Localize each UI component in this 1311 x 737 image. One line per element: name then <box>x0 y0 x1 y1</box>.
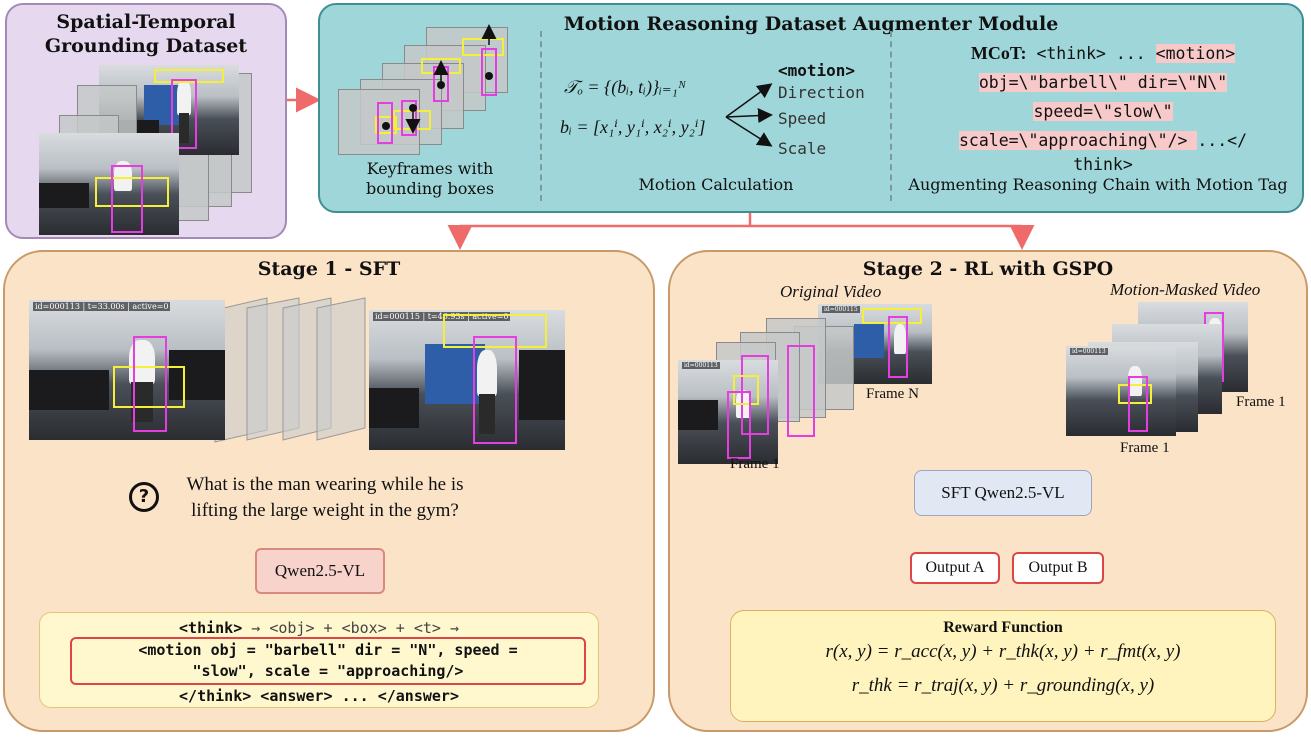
stage1-frame-left: id=000113 | t=33.00s | active=0 <box>29 300 225 440</box>
frame-1-left-label: Frame 1 <box>730 456 780 472</box>
stage1-title: Stage 1 - SFT <box>257 258 401 280</box>
motion-branch-arrows <box>725 83 773 147</box>
motion-tag: <motion> <box>778 61 856 80</box>
dataset-title-line2: Grounding Dataset <box>44 35 248 57</box>
stage2-panel: Stage 2 - RL with GSPO Original Video Mo… <box>668 250 1308 732</box>
stage1-ghost-frames <box>214 297 366 443</box>
stage1-frame-right: id=000115 | t=46.93s | active=0 <box>369 310 565 450</box>
question-icon: ? <box>129 482 159 512</box>
motion-attr-speed: Speed <box>778 109 827 128</box>
separator-1 <box>540 31 542 201</box>
mcot-block: MCoT: <think> ... <motion> obj=\"barbell… <box>958 43 1248 174</box>
motion-tag-box: <motion obj = "barbell" dir = "N", speed… <box>70 637 586 685</box>
motion-line2: "slow", scale = "approaching/> <box>192 662 464 680</box>
question-line2: lifting the large weight in the gym? <box>191 500 459 521</box>
motion-attr-direction: Direction <box>778 83 865 102</box>
motion-calc-caption: Motion Calculation <box>638 175 794 194</box>
frame-n-label: Frame N <box>866 386 919 402</box>
keyframes-caption-line1: Keyframes with <box>366 159 494 178</box>
reward-eq1: r(x, y) = r_acc(x, y) + r_thk(x, y) + r_… <box>825 641 1181 662</box>
mcot-caption: Augmenting Reasoning Chain with Motion T… <box>908 175 1288 194</box>
frame-1-mid-label: Frame 1 <box>1120 440 1170 456</box>
mcot-line2: obj=\"barbell\" dir=\"N\" <box>978 73 1228 92</box>
sft-model: SFT Qwen2.5-VL <box>914 470 1092 516</box>
end-line: </think> <answer> ... </answer> <box>179 687 459 705</box>
original-video-label: Original Video <box>780 282 882 301</box>
augmenter-title: Motion Reasoning Dataset Augmenter Modul… <box>563 13 1059 35</box>
output-a: Output A <box>910 552 1000 584</box>
separator-2 <box>890 31 892 201</box>
mcot-line4: scale=\"approaching\"/> <box>958 131 1198 150</box>
trajectory-equation: 𝒯ₒ = {(bᵢ, tᵢ)}ᵢ₌₁ᴺ <box>564 77 687 97</box>
dataset-title-line1: Spatial-Temporal <box>56 11 236 33</box>
keyframes-caption-line2: bounding boxes <box>365 179 495 198</box>
frame-1-right-label: Frame 1 <box>1236 394 1286 410</box>
reward-title: Reward Function <box>943 619 1063 636</box>
reward-eq2: r_thk = r_traj(x, y) + r_grounding(x, y) <box>851 675 1155 696</box>
think-line: <think> → <obj> + <box> + <t> → <box>179 619 459 637</box>
mcot-line5: think> <box>1073 155 1133 174</box>
output-b: Output B <box>1012 552 1104 584</box>
augmenter-panel: Motion Reasoning Dataset Augmenter Modul… <box>318 3 1304 213</box>
stage1-model: Qwen2.5-VL <box>255 548 385 594</box>
masked-video-label: Motion-Masked Video <box>1110 280 1261 299</box>
motion-line1: <motion obj = "barbell" dir = "N", speed… <box>138 641 518 659</box>
stage1-output-panel: <think> → <obj> + <box> + <t> → <motion … <box>39 612 599 708</box>
reward-panel: Reward Function r(x, y) = r_acc(x, y) + … <box>730 610 1276 722</box>
bbox-equation: bᵢ = [x₁ⁱ, y₁ⁱ, x₂ⁱ, y₂ⁱ] <box>560 117 706 137</box>
motion-attr-scale: Scale <box>778 139 827 158</box>
dataset-panel: Spatial-Temporal Grounding Dataset <box>5 3 287 239</box>
question-line1: What is the man wearing while he is <box>186 474 464 495</box>
mcot-line3: speed=\"slow\" <box>1033 102 1173 121</box>
stage2-title: Stage 2 - RL with GSPO <box>862 258 1114 280</box>
mcot-label: MCoT: <box>970 43 1027 63</box>
dataset-frame-bottom <box>39 133 179 235</box>
stage1-panel: Stage 1 - SFT id=000113 | t=33.00s | act… <box>3 250 655 732</box>
